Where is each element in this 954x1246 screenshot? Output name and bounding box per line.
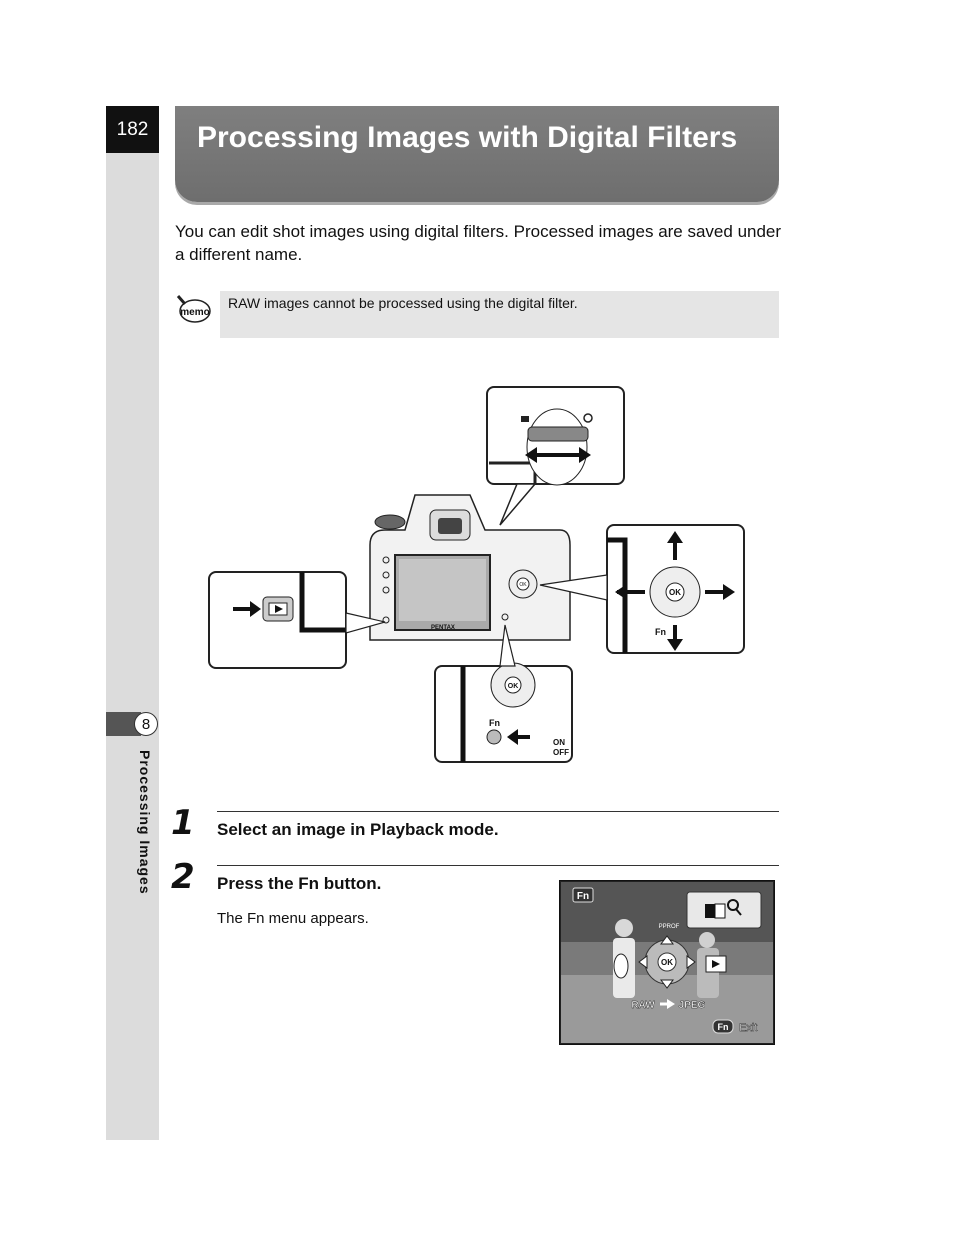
fnbox-on-label: ON <box>553 738 565 747</box>
screen-ok-label: OK <box>661 958 673 967</box>
title-banner: Processing Images with Digital Filters <box>175 106 779 202</box>
screen-pprof-label: PPROF <box>659 924 680 930</box>
playback-button-callout <box>208 571 386 669</box>
camera-illustration: PENTAX OK OK Fn OK <box>208 386 745 763</box>
four-way-controller-callout: OK Fn <box>539 524 745 654</box>
fnbox-ok-label: OK <box>508 683 519 690</box>
page-number: 182 <box>106 106 159 153</box>
fnbox-off-label: OFF <box>553 748 569 757</box>
memo-text: RAW images cannot be processed using the… <box>228 295 578 311</box>
step-2-text: Press the Fn button. <box>217 874 381 894</box>
step-2-text-after: button. <box>319 874 382 893</box>
step-2-subtext: The Fn menu appears. <box>217 910 369 927</box>
step-2-text-before: Press the <box>217 874 299 893</box>
memo-icon: memo <box>176 295 211 323</box>
screen-exit-fn-badge: Fn <box>718 1022 729 1032</box>
chapter-label: Processing Images <box>137 750 153 895</box>
intro-paragraph: You can edit shot images using digital f… <box>175 222 782 264</box>
screen-raw-label: RAW <box>631 1000 655 1011</box>
memo-box: RAW images cannot be processed using the… <box>220 291 779 338</box>
fn-key-label: Fn <box>298 874 320 893</box>
zoom-dial-callout <box>486 386 625 526</box>
screen-fn-badge: Fn <box>577 891 589 902</box>
step-1-divider <box>217 811 779 812</box>
fnbox-fn-label: Fn <box>489 718 500 728</box>
page-title: Processing Images with Digital Filters <box>197 121 738 154</box>
controller-fn-label: Fn <box>655 627 666 637</box>
fn-button-callout: OK Fn ON OFF <box>434 624 573 763</box>
screen-jpeg-label: JPEG <box>679 1000 706 1011</box>
sidebar <box>106 106 159 1140</box>
camera-ok-label: OK <box>519 582 527 588</box>
camera-body: PENTAX OK <box>369 494 571 641</box>
screen-exit-label: Exit <box>739 1022 757 1034</box>
step-2-number: 2 <box>171 857 195 897</box>
step-1-number: 1 <box>171 803 195 843</box>
fn-menu-screen: Fn PPROF OK RAW JPEG Fn Exit <box>559 880 775 1045</box>
step-2-divider <box>217 865 779 866</box>
camera-brand: PENTAX <box>431 625 455 631</box>
step-1-text: Select an image in Playback mode. <box>217 820 499 839</box>
chapter-number: 8 <box>134 712 158 736</box>
controller-ok-label: OK <box>669 588 681 597</box>
memo-icon-text: memo <box>180 307 209 318</box>
